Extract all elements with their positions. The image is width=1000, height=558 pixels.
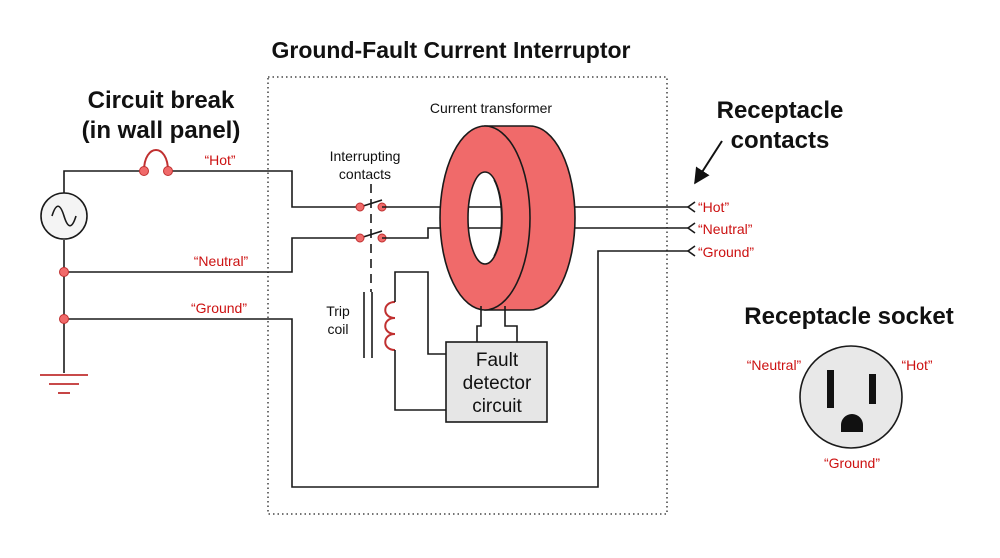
socket-hot-label: “Hot” [901, 357, 932, 373]
receptacle-contact-hot [686, 201, 696, 213]
receptacle-hot-label: “Hot” [698, 199, 729, 215]
receptacle-contacts-title-line1: Receptacle [717, 97, 844, 124]
socket-title: Receptacle socket [744, 303, 953, 330]
ground-hole [841, 414, 863, 432]
trip-coil-label-line2: coil [327, 321, 348, 337]
breaker-switch [139, 149, 173, 176]
receptacle-contact-ground [686, 245, 696, 257]
arrow-icon [694, 140, 723, 185]
detector-label-line1: Fault [476, 350, 519, 371]
ac-source-icon [40, 192, 88, 240]
ct-lead-right [504, 306, 518, 342]
interrupting-contacts-label-line2: contacts [339, 166, 391, 182]
trip-coil-label-line1: Trip [326, 303, 350, 319]
receptacle-neutral-label: “Neutral” [698, 221, 753, 237]
detector-label-line3: circuit [472, 396, 522, 417]
page-title: Ground-Fault Current Interruptor [271, 37, 630, 63]
interrupting-contacts-label-line1: Interrupting [330, 148, 401, 164]
neutral-wire-label: “Neutral” [194, 253, 249, 269]
neutral-junction [59, 267, 69, 277]
receptacle-contact-neutral [686, 222, 696, 234]
current-transformer [439, 125, 576, 311]
socket-neutral-label: “Neutral” [747, 357, 802, 373]
ct-lead-left [476, 306, 482, 342]
detector-label-line2: detector [463, 373, 532, 394]
hot-wire-label: “Hot” [204, 152, 235, 168]
ground-wire-label: “Ground” [191, 300, 247, 316]
receptacle-ground-label: “Ground” [698, 244, 754, 260]
trip-coil [363, 271, 446, 411]
gfci-enclosure [267, 76, 668, 515]
ground-symbol-icon [40, 374, 88, 394]
interrupting-contacts [355, 184, 387, 292]
breaker-label-line1: Circuit break [88, 87, 235, 114]
neutral-slot [827, 370, 834, 408]
breaker-label-line2: (in wall panel) [82, 117, 241, 144]
source-wiring [63, 170, 688, 488]
current-transformer-label: Current transformer [430, 100, 552, 116]
socket-ground-label: “Ground” [824, 455, 880, 471]
fault-detector-box [445, 341, 548, 423]
hot-slot [869, 374, 876, 404]
receptacle-contacts-title-line2: contacts [731, 127, 830, 154]
receptacle-socket [799, 345, 903, 449]
ground-junction [59, 314, 69, 324]
